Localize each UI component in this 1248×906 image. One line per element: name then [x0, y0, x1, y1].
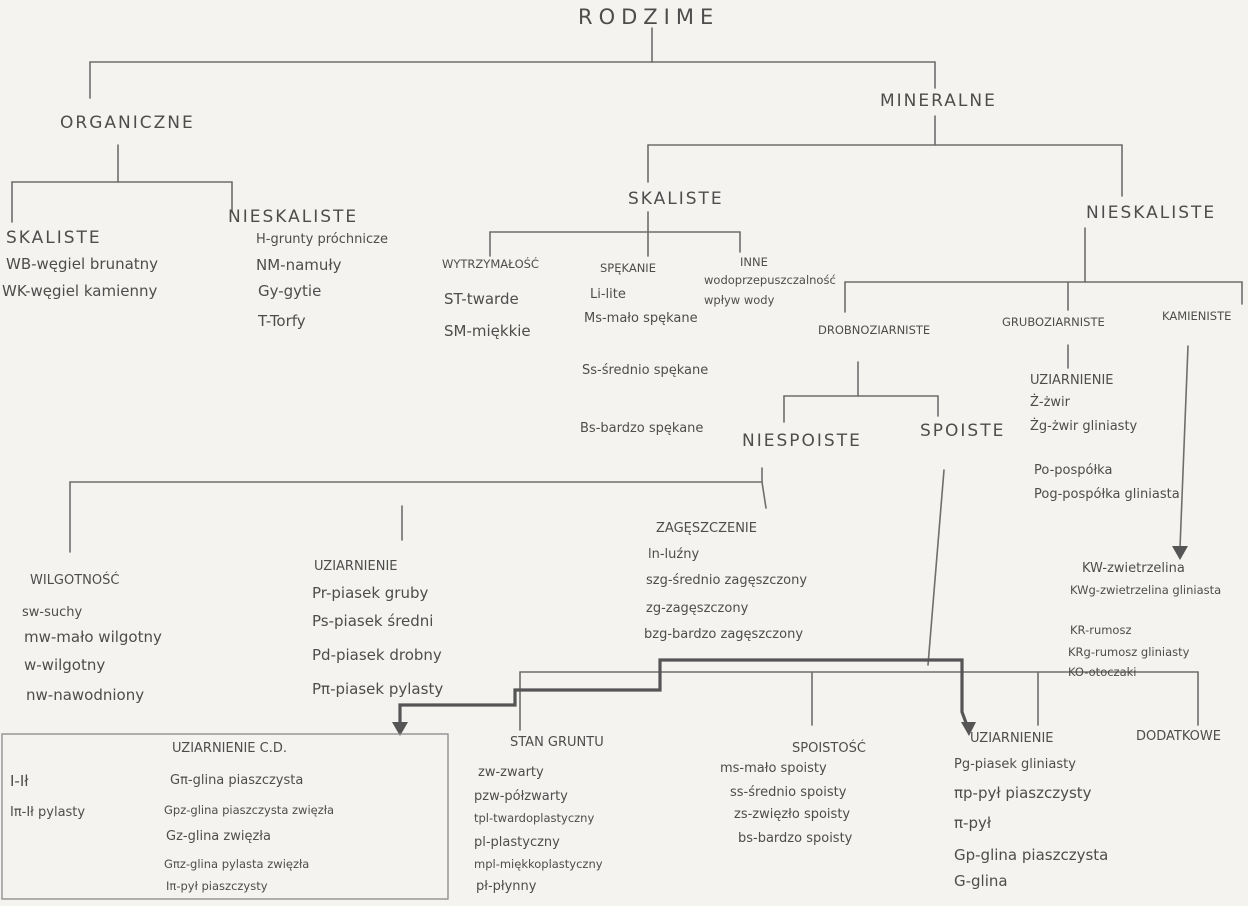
stan-gruntu-item: pl-plastyczny [474, 835, 560, 850]
uziarnienie-cd-item: Gz-glina zwięzła [166, 829, 271, 844]
drobnoziarniste-title: DROBNOZIARNISTE [818, 323, 930, 337]
uziarnienie-cd-item: Gπz-glina pylasta zwięzła [164, 857, 309, 871]
spoiste-uziarnienie-item: Gp-glina piaszczysta [954, 846, 1108, 864]
organiczne-nieskaliste-item: T-Torfy [257, 312, 306, 330]
uziarnienie-cd-item: Gπ-glina piaszczysta [170, 773, 303, 788]
mineralne-title: MINERALNE [880, 91, 997, 111]
spoistosc-item: ms-mało spoisty [720, 761, 827, 776]
mineralne-skaliste-title: SKALISTE [628, 189, 724, 209]
kamieniste-item: KRg-rumosz gliniasty [1068, 645, 1190, 659]
niespoiste-uziarnienie-title: UZIARNIENIE [314, 559, 398, 574]
stan-gruntu-item: pzw-półzwarty [474, 789, 568, 804]
spoiste-uziarnienie-item: G-glina [954, 872, 1008, 890]
spekanie-item: Ms-mało spękane [584, 311, 698, 326]
kamieniste-item: KO-otoczaki [1068, 665, 1137, 679]
gruboziarniste-item: Po-pospółka [1034, 463, 1112, 478]
kamieniste-item: KWg-zwietrzelina gliniasta [1070, 583, 1221, 597]
uziarnienie-cd-item: Iπ-pył piaszczysty [166, 879, 268, 893]
inne-item: wodoprzepuszczalność [704, 273, 836, 287]
spoiste-uziarnienie-item: πp-pył piaszczysty [954, 784, 1092, 802]
niespoiste-uziarnienie-item: Pπ-piasek pylasty [312, 680, 443, 698]
organiczne-title: ORGANICZNE [60, 113, 195, 133]
niespoiste-title: NIESPOISTE [742, 431, 862, 451]
wilgotnosc-item: nw-nawodniony [26, 686, 144, 704]
stan-gruntu-item: tpl-twardoplastyczny [474, 811, 594, 825]
spoiste-title: SPOISTE [920, 421, 1005, 441]
wytrzymalosc-item: ST-twarde [444, 290, 519, 308]
uziarnienie-cd-box [1, 733, 449, 900]
niespoiste-uziarnienie-item: Pd-piasek drobny [312, 646, 442, 664]
gruboziarniste-item: Pog-pospółka gliniasta [1034, 487, 1180, 502]
wilgotnosc-item: mw-mało wilgotny [24, 628, 162, 646]
stan-gruntu-title: STAN GRUNTU [510, 735, 604, 750]
uziarnienie-cd-left-item: I-Ił [10, 772, 29, 790]
wytrzymalosc-item: SM-miękkie [444, 322, 531, 340]
spoistosc-item: zs-zwięzło spoisty [734, 807, 850, 822]
uziarnienie-cd-item: Gpz-glina piaszczysta zwięzła [164, 803, 334, 817]
connector-lines [11, 27, 1243, 731]
arrow-head [1172, 546, 1188, 560]
wytrzymalosc-title: WYTRZYMAŁOŚĆ [442, 256, 539, 271]
zageszczenie-item: bzg-bardzo zagęszczony [644, 627, 803, 642]
kamieniste-item: KR-rumosz [1070, 623, 1132, 637]
spekanie-item: Ss-średnio spękane [582, 363, 708, 378]
uziarnienie-cd-title: UZIARNIENIE C.D. [172, 741, 287, 756]
stan-gruntu-item: pł-płynny [476, 879, 537, 894]
wilgotnosc-title: WILGOTNOŚĆ [30, 572, 119, 588]
inne-title: INNE [740, 255, 768, 269]
organiczne-nieskaliste-item: Gy-gytie [258, 282, 321, 300]
spoistosc-item: bs-bardzo spoisty [738, 831, 853, 846]
thick-route [392, 546, 1188, 736]
wilgotnosc-item: w-wilgotny [24, 656, 105, 674]
niespoiste-uziarnienie-item: Ps-piasek średni [312, 612, 433, 630]
niespoiste-uziarnienie-item: Pr-piasek gruby [312, 584, 428, 602]
spekanie-item: Li-lite [590, 287, 626, 302]
zageszczenie-item: szg-średnio zagęszczony [646, 573, 807, 588]
mineralne-nieskaliste-title: NIESKALISTE [1086, 203, 1216, 223]
organiczne-nieskaliste-item: NM-namuły [256, 256, 342, 274]
inne-item: wpływ wody [704, 293, 775, 307]
organiczne-nieskaliste-item: H-grunty próchnicze [256, 232, 388, 247]
kamieniste-title: KAMIENISTE [1162, 309, 1231, 323]
spoiste-uziarnienie-item: π-pył [954, 814, 992, 832]
organiczne-skaliste-item: WK-węgiel kamienny [2, 282, 157, 300]
spoiste-uziarnienie-title: UZIARNIENIE [970, 731, 1054, 746]
gruboziarniste-item: Żg-żwir gliniasty [1030, 418, 1138, 434]
organiczne-skaliste-item: WB-węgiel brunatny [6, 255, 158, 273]
spekanie-title: SPĘKANIE [600, 261, 656, 275]
zageszczenie-item: ln-luźny [648, 547, 699, 562]
wilgotnosc-item: sw-suchy [22, 605, 82, 620]
spoistosc-item: ss-średnio spoisty [730, 785, 847, 800]
organiczne-skaliste-title: SKALISTE [6, 228, 102, 248]
gruboziarniste-title: GRUBOZIARNISTE [1002, 315, 1105, 329]
spoiste-uziarnienie-item: Pg-piasek gliniasty [954, 757, 1076, 772]
stan-gruntu-item: mpl-miękkoplastyczny [474, 857, 603, 871]
zageszczenie-item: zg-zagęszczony [646, 601, 749, 616]
uziarnienie-cd-left-item: Iπ-Ił pylasty [10, 805, 85, 820]
spoistosc-title: SPOISTOŚĆ [792, 740, 866, 756]
root-label: RODZIME [578, 5, 719, 29]
kamieniste-item: KW-zwietrzelina [1082, 561, 1185, 576]
spekanie-item: Bs-bardzo spękane [580, 421, 703, 436]
stan-gruntu-item: zw-zwarty [478, 765, 544, 780]
gruboziarniste-uziarnienie-title: UZIARNIENIE [1030, 373, 1114, 388]
dodatkowe-title: DODATKOWE [1136, 729, 1221, 744]
organiczne-nieskaliste-title: NIESKALISTE [228, 207, 358, 227]
zageszczenie-title: ZAGĘSZCZENIE [656, 521, 757, 536]
gruboziarniste-item: Ż-żwir [1030, 394, 1071, 410]
